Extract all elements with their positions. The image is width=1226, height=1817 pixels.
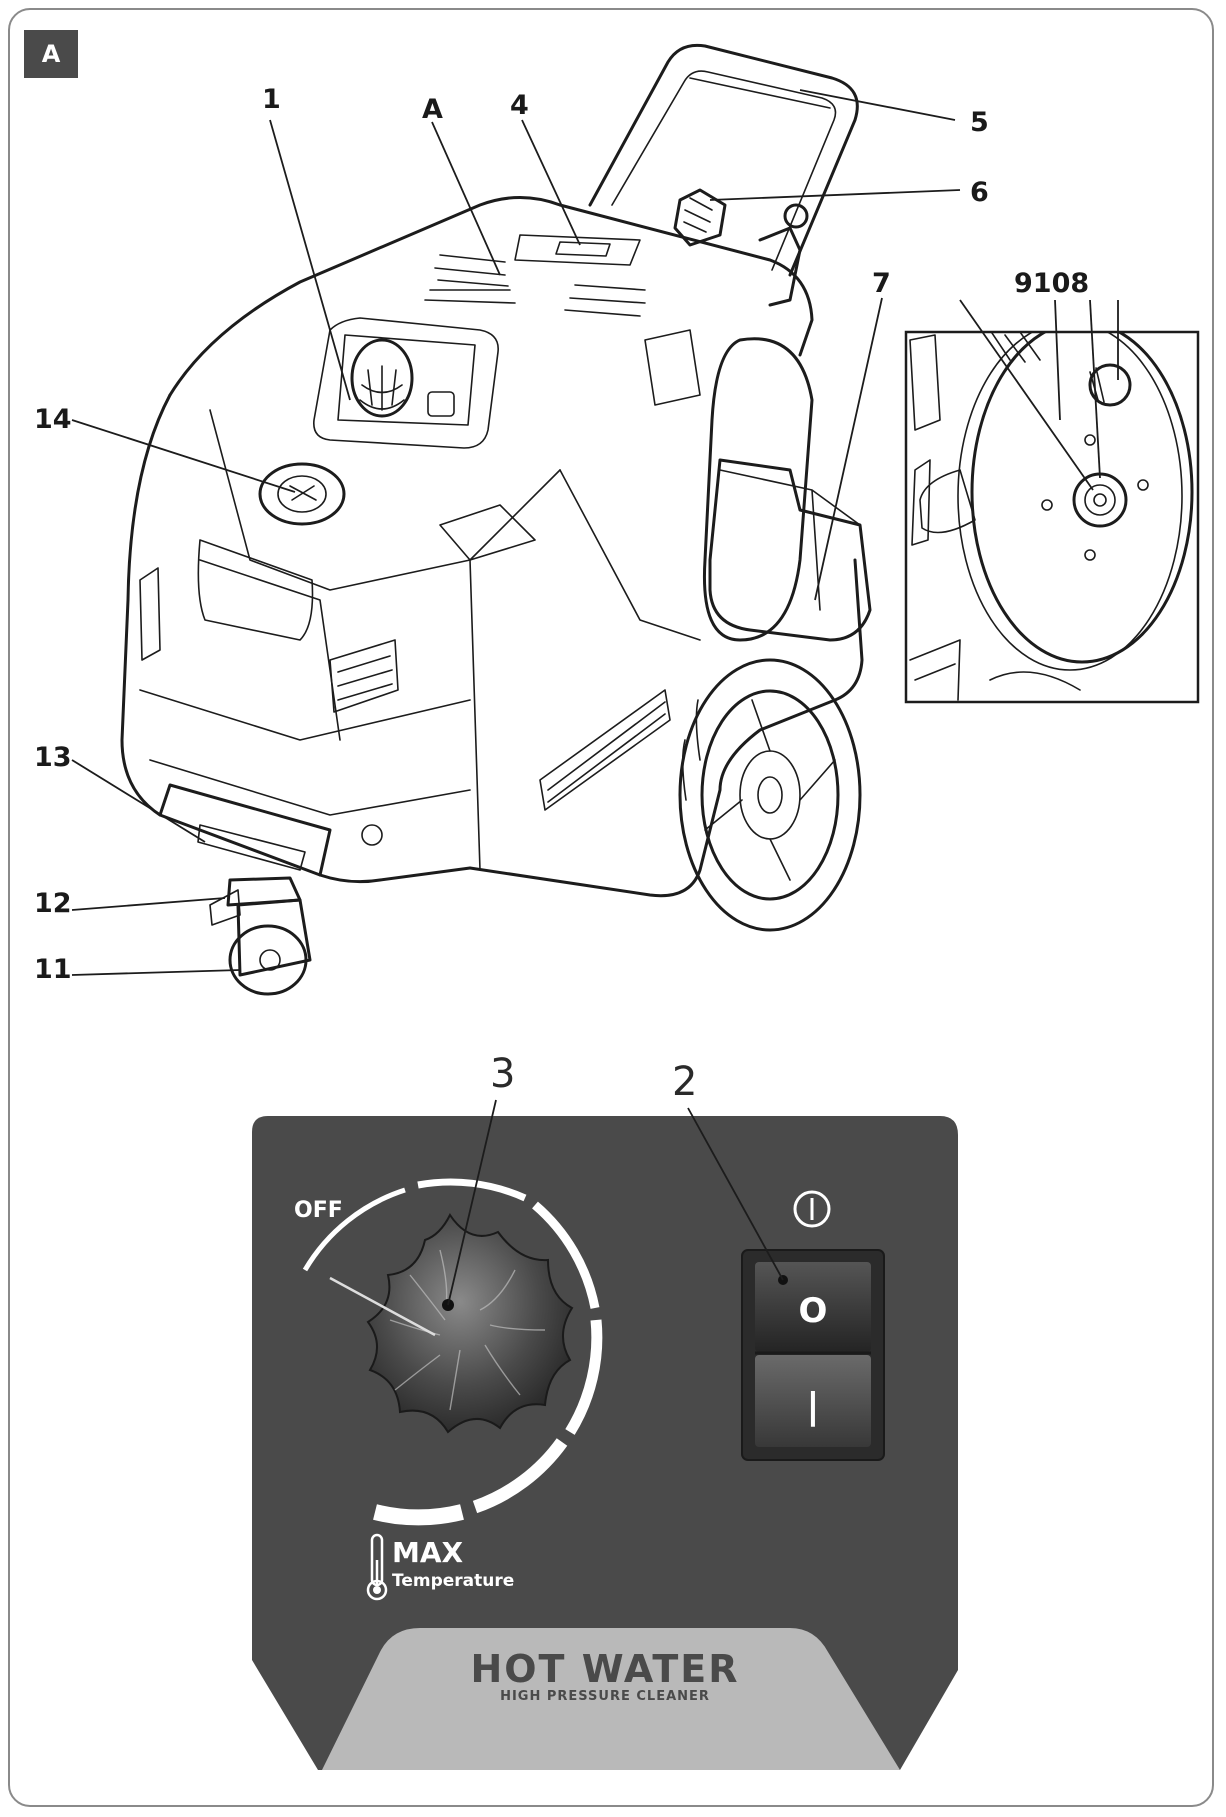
temperature-label: Temperature: [392, 1571, 514, 1591]
temperature-knob[interactable]: [329, 1099, 574, 1434]
callout-4: 4: [510, 90, 529, 121]
power-rocker-switch[interactable]: [687, 1107, 885, 1461]
callout-14: 14: [34, 404, 72, 435]
power-symbol-icon: [793, 1190, 831, 1228]
callout-9108: 9108: [1014, 268, 1089, 299]
callout-7: 7: [872, 268, 891, 299]
callout-2: 2: [672, 1059, 697, 1105]
callout-5: 5: [970, 107, 989, 138]
callout-A: A: [422, 94, 443, 125]
figure-badge: A: [24, 30, 78, 78]
callout-13: 13: [34, 742, 72, 773]
hose-reel-inset: [904, 299, 1200, 704]
callout-12: 12: [34, 888, 72, 919]
pressure-washer: [120, 43, 872, 996]
switch-off-symbol: O: [799, 1291, 828, 1331]
callout-11: 11: [34, 954, 72, 985]
callout-6: 6: [970, 177, 989, 208]
callout-1: 1: [262, 84, 281, 115]
control-panel: OFF MAX Temperature O | HOT WATER HIGH: [252, 1099, 958, 1770]
thermometer-icon: [366, 1533, 388, 1601]
figure-frame: [8, 8, 1214, 1807]
callout-3: 3: [490, 1051, 515, 1097]
off-label: OFF: [294, 1198, 343, 1223]
max-label: MAX: [392, 1536, 464, 1569]
logo-subtitle: HIGH PRESSURE CLEANER: [500, 1689, 710, 1704]
leader-lines: [71, 89, 961, 976]
switch-on-symbol: |: [806, 1386, 819, 1427]
logo-title: HOT WATER: [470, 1647, 739, 1691]
